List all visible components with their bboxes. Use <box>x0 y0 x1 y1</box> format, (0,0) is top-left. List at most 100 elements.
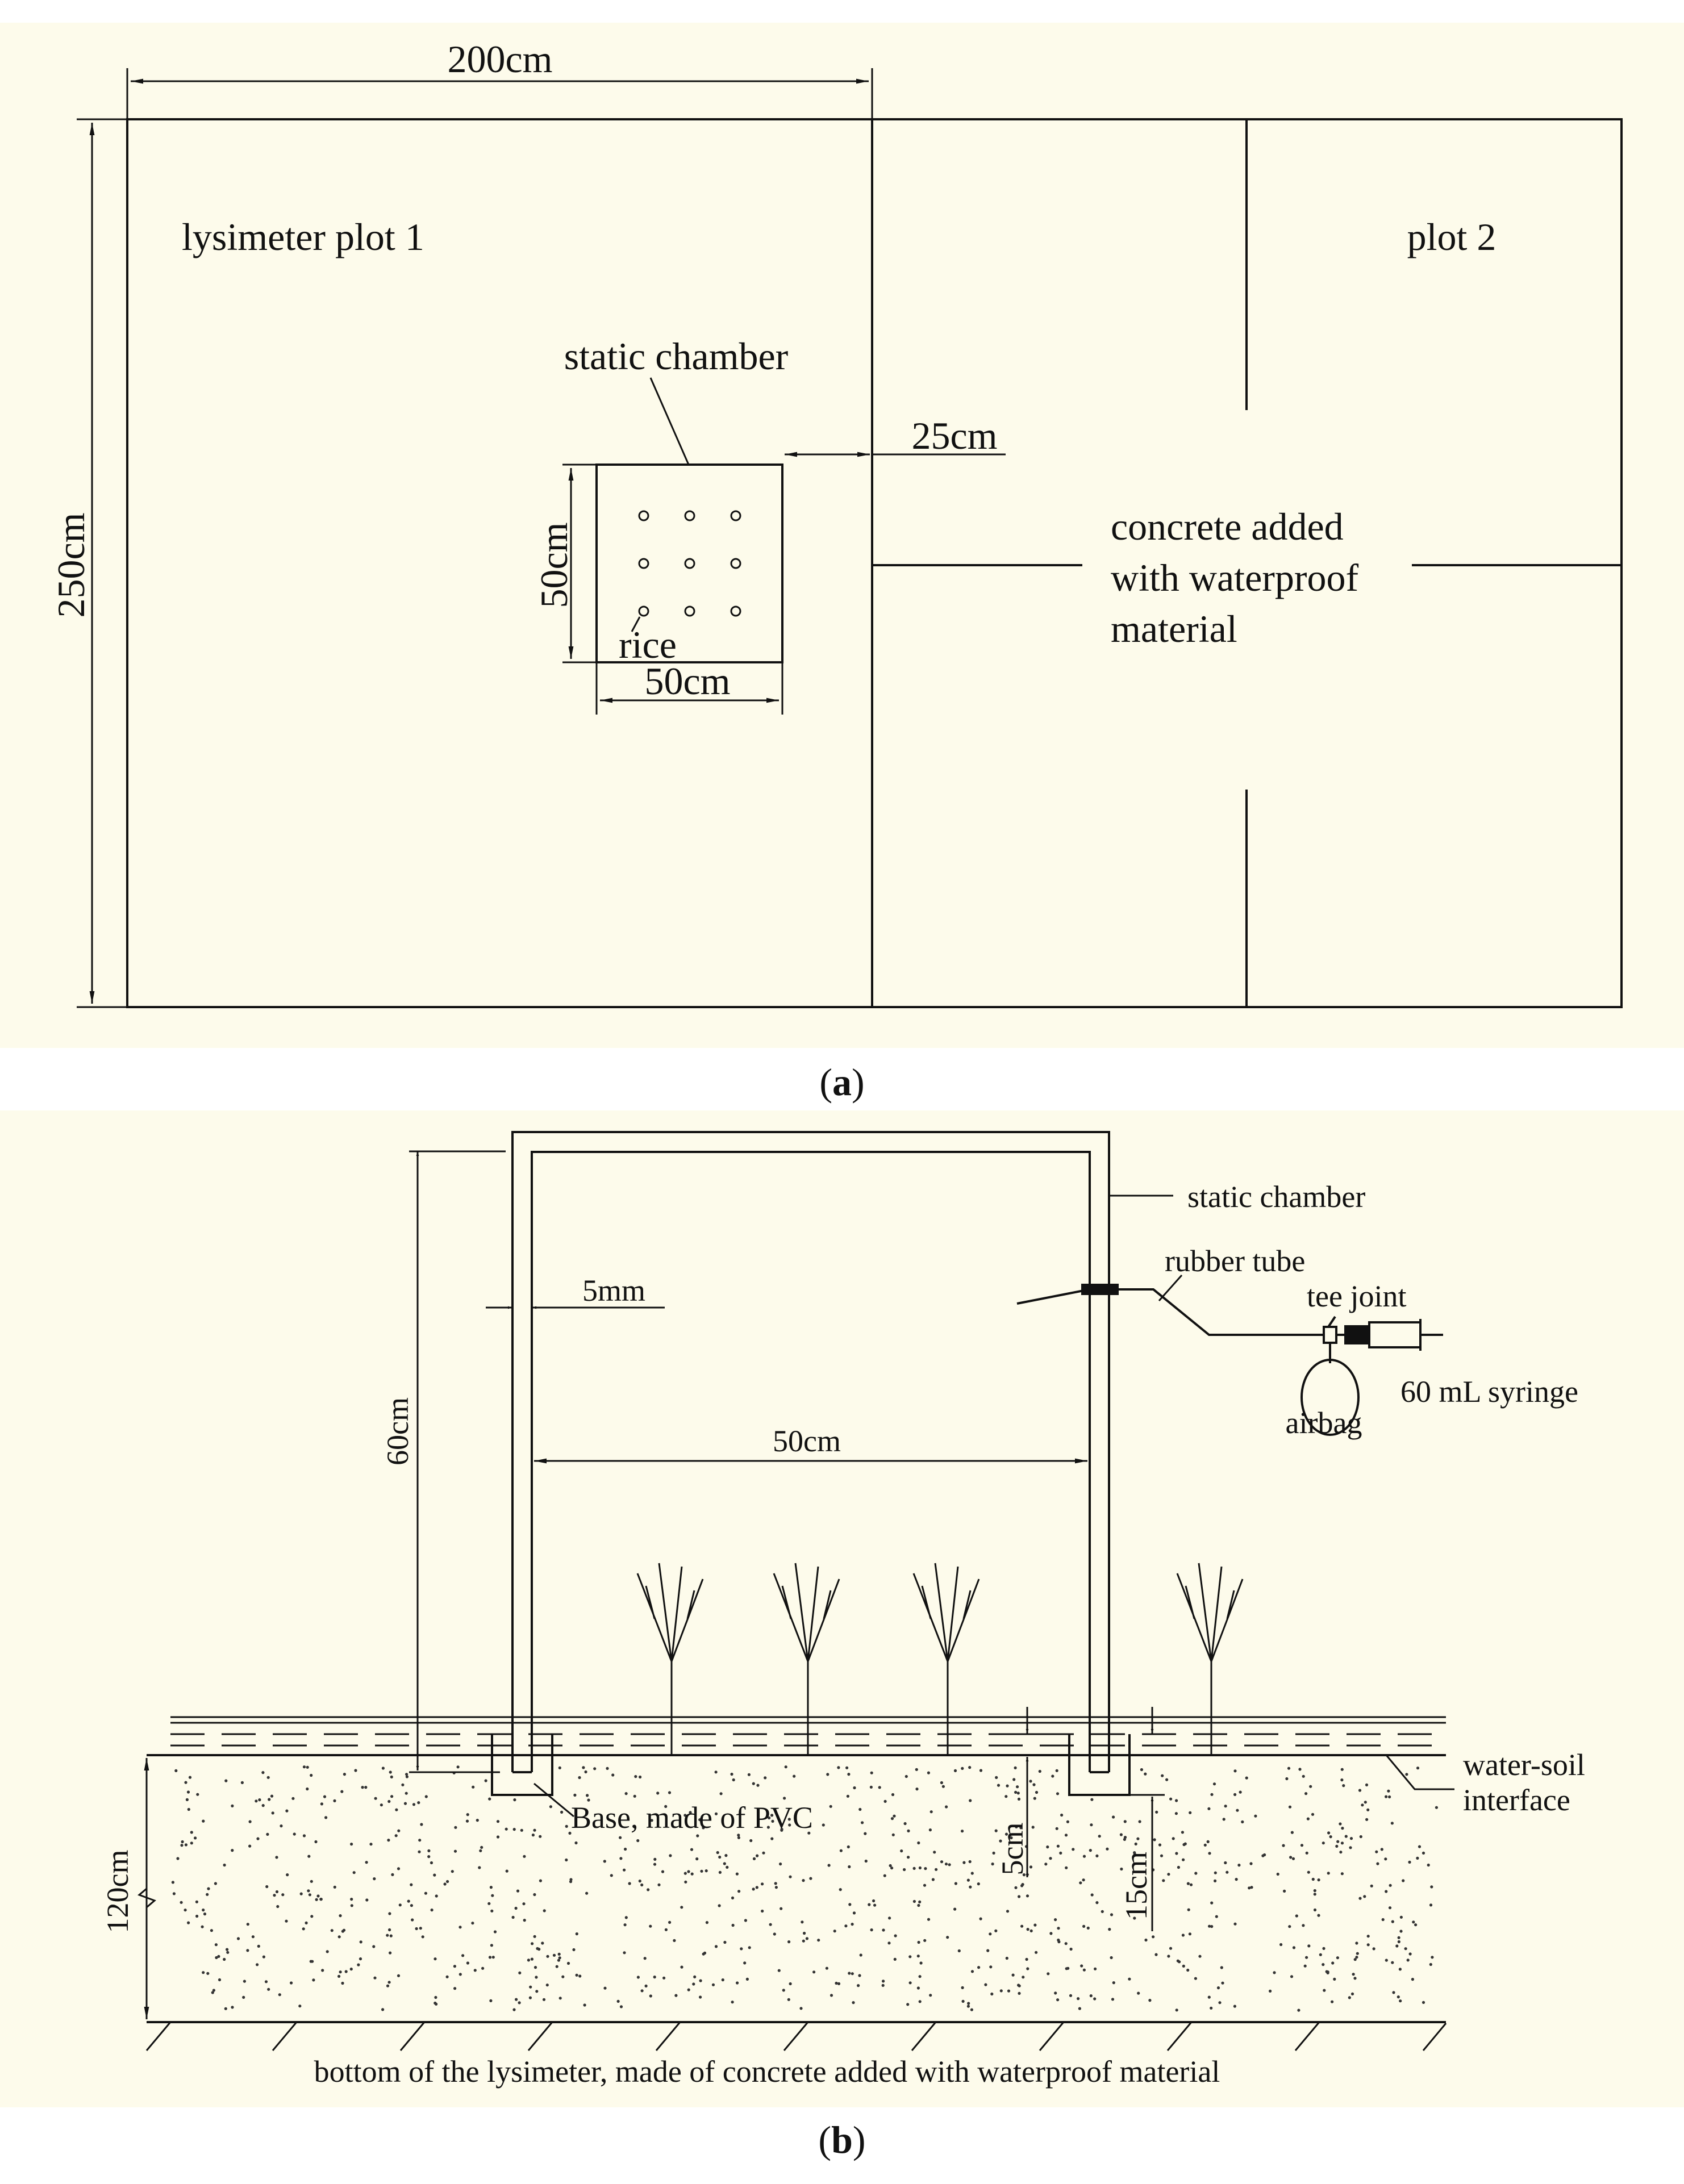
dim-5cm <box>1011 1707 1069 1877</box>
soil-dot <box>1306 1817 1310 1820</box>
soil-dot <box>1398 1968 1402 1971</box>
soil-dot <box>954 1882 957 1885</box>
soil-dot <box>844 1924 848 1928</box>
soil-dot <box>561 1975 565 1978</box>
soil-dot <box>825 1966 828 1970</box>
soil-dot <box>1339 1851 1343 1854</box>
soil-dot <box>839 1849 843 1852</box>
soil-dot <box>1022 1976 1025 1979</box>
soil-dot <box>552 1953 556 1957</box>
soil-dot <box>1208 1924 1211 1928</box>
soil-dot <box>628 1882 631 1885</box>
soil-dot <box>999 1989 1003 1993</box>
rice-hill <box>730 605 741 617</box>
soil-dot <box>593 1767 597 1770</box>
soil-dot <box>1022 1873 1026 1877</box>
soil-dot <box>1172 1837 1175 1840</box>
soil-dot <box>1250 1886 1253 1889</box>
soil-dot <box>390 1775 393 1778</box>
soil-dot <box>1342 1784 1345 1788</box>
soil-dot <box>484 1779 487 1782</box>
rice-plant <box>636 1563 704 1755</box>
soil-dot <box>489 1886 493 1889</box>
soil-dot <box>940 1860 944 1864</box>
airbag-label: airbag <box>1286 1406 1362 1440</box>
soil-dot <box>1065 1866 1068 1869</box>
soil-dot <box>1327 1831 1331 1835</box>
soil-dot <box>837 1982 841 1985</box>
panel-b: static chamber rubber tube tee joint 60 … <box>0 1110 1684 2161</box>
soil-dot <box>918 2000 922 2003</box>
soil-dot <box>1317 1914 1320 1917</box>
soil-dot <box>1056 1792 1060 1795</box>
soil-dot <box>1290 1975 1294 1978</box>
soil-dot <box>1210 2006 1213 2010</box>
soil-dot <box>872 1899 876 1903</box>
soil-dot <box>928 1828 932 1832</box>
soil-dot <box>878 1786 881 1789</box>
soil-dot <box>273 1894 276 1897</box>
soil-dot <box>1233 1793 1237 1796</box>
soil-dot <box>966 1878 970 1882</box>
soil-dot <box>851 1923 854 1926</box>
soil-dot <box>714 1812 718 1815</box>
soil-dot <box>308 1893 312 1897</box>
soil-dot <box>395 1808 398 1811</box>
soil-dot <box>533 1893 536 1897</box>
soil-dot <box>1412 1920 1415 1924</box>
soil-dot <box>1082 1878 1085 1882</box>
soil-dot <box>569 1878 573 1881</box>
soil-dot <box>737 1834 740 1837</box>
soil-dot <box>1098 1835 1101 1838</box>
soil-dot <box>1095 1854 1099 1857</box>
soil-dot <box>740 1947 743 1951</box>
soil-dot <box>1349 1846 1352 1849</box>
soil-dot <box>266 1776 270 1779</box>
soil-dot <box>445 1975 449 1978</box>
soil-dot <box>1405 1773 1408 1776</box>
soil-dot <box>389 1770 392 1774</box>
soil-dot <box>970 1970 974 1973</box>
soil-dot <box>752 1782 755 1785</box>
soil-dot <box>915 1768 918 1771</box>
soil-dot <box>699 1979 702 1982</box>
rice-hill <box>730 558 741 569</box>
soil-dot <box>1248 1886 1251 1890</box>
soil-dot <box>650 1819 653 1822</box>
soil-dot <box>611 1773 615 1777</box>
soil-dot <box>305 1921 308 1924</box>
soil-dot <box>471 1922 474 1925</box>
soil-dot <box>661 1870 665 1873</box>
soil-dot <box>1335 1844 1339 1848</box>
soil-dot <box>662 1976 666 1980</box>
soil-dot <box>582 1766 585 1769</box>
soil-dot <box>749 1839 753 1843</box>
soil-dot <box>224 1779 228 1782</box>
soil-dot <box>783 1797 786 1800</box>
soil-dot <box>640 1883 644 1887</box>
soil-dot <box>186 1790 190 1794</box>
soil-dot <box>731 2001 734 2004</box>
soil-dot <box>401 1783 405 1786</box>
soil-dot <box>1014 1886 1018 1889</box>
soil-dot <box>264 1980 268 1983</box>
soil-dot <box>919 1961 923 1965</box>
soil-dot <box>852 1911 856 1915</box>
soil-dot <box>773 1932 776 1936</box>
soil-dot <box>1344 1835 1348 1838</box>
soil-dot <box>802 1939 805 1943</box>
soil-dot <box>1395 1944 1399 1948</box>
soil-dot <box>918 1900 922 1903</box>
soil-dot <box>1093 1997 1097 2001</box>
soil-dot <box>180 1844 184 1847</box>
soil-dot <box>488 1797 491 1801</box>
soil-dot <box>731 1923 735 1927</box>
soil-dot <box>531 1834 535 1837</box>
soil-dot <box>858 1974 861 1977</box>
soil-dot <box>1384 1857 1387 1861</box>
soil-dot <box>833 1930 836 1933</box>
soil-dot <box>835 1981 838 1985</box>
soil-dot <box>202 1971 205 1974</box>
soil-dot <box>1287 1767 1291 1770</box>
soil-dot <box>948 1863 951 1866</box>
